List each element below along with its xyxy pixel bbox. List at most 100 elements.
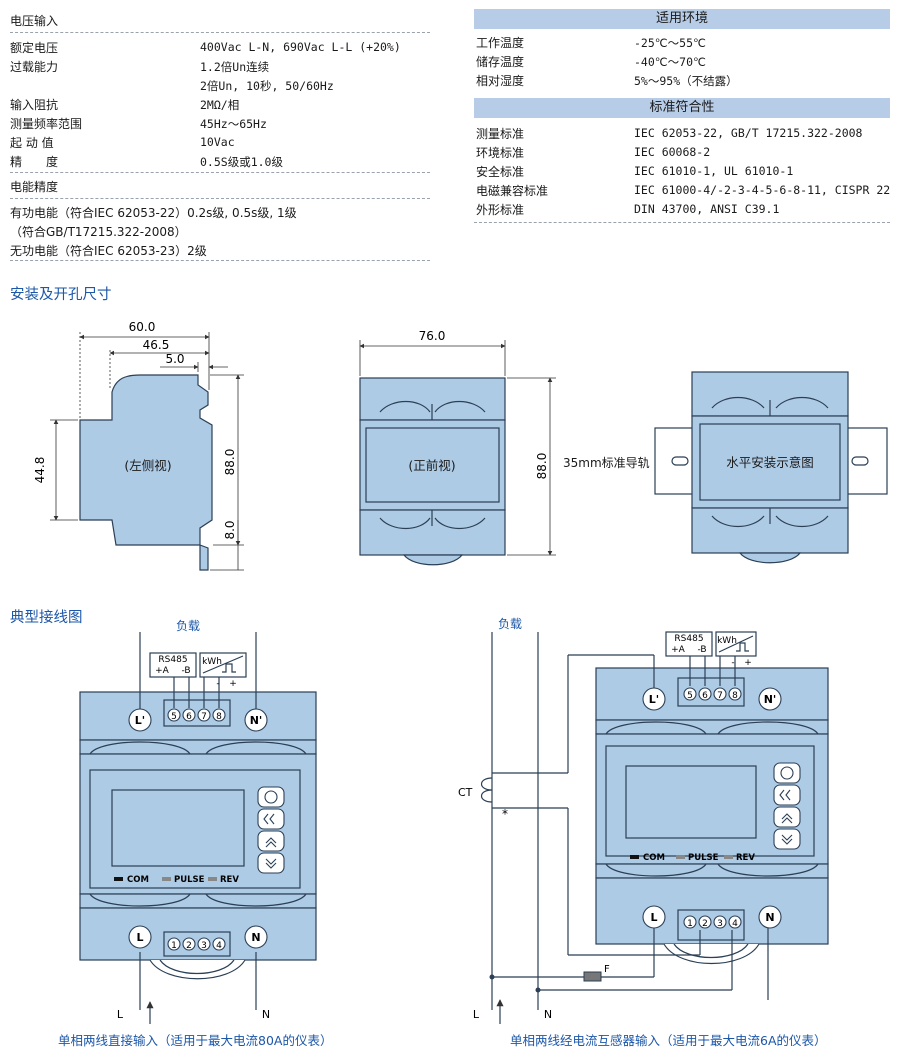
front-view-label: (正前视) (408, 458, 455, 473)
terminal-7: 7 (201, 712, 207, 722)
spec-label: 环境标准 (476, 146, 525, 160)
junction (535, 987, 541, 993)
double-chevron-up-icon (265, 837, 277, 848)
terminal-lp: L' (135, 714, 145, 727)
terminal-7: 7 (717, 691, 723, 701)
double-chevron-down-icon (265, 858, 277, 869)
pulse-plus: + (229, 679, 237, 689)
spec-value: 0.5S级或1.0级 (200, 155, 283, 169)
rev-label: REV (736, 853, 755, 863)
pulse-led (162, 877, 171, 881)
dim-76: 76.0 (419, 329, 446, 343)
spec-value: IEC 62053-22, GB/T 17215.322-2008 (634, 126, 863, 140)
spec-value: IEC 61000-4/-2-3-4-5-6-8-11, CISPR 22 (634, 183, 891, 197)
dim-46-5: 46.5 (143, 338, 170, 352)
double-chevron-left-icon (779, 789, 791, 801)
rs-a-label: +A (671, 645, 686, 655)
dim-8: 8.0 (223, 520, 237, 539)
com-label: COM (643, 853, 665, 863)
spec-value: -25℃～55℃ (634, 36, 706, 50)
spec-value: 5%～95%（不结露） (634, 74, 738, 88)
caption-direct: 单相两线直接输入（适用于最大电流80A的仪表） (58, 1033, 333, 1048)
line-n-label: N (544, 1008, 552, 1021)
divider (474, 222, 890, 223)
terminal-1: 1 (687, 919, 693, 929)
wiring-left (79, 632, 317, 1024)
spec-label: 过载能力 (10, 60, 59, 74)
energy-line: 有功电能（符合IEC 62053-22）0.2s级, 0.5s级, 1级 (10, 206, 297, 220)
terminal-1: 1 (171, 941, 177, 951)
load-label-right: 负载 (498, 617, 522, 631)
rs485-label: RS485 (674, 634, 703, 644)
spec-label: 输入阻抗 (10, 98, 59, 112)
line-n-label: N (262, 1008, 270, 1021)
spec-label: 电磁兼容标准 (476, 184, 549, 198)
horizontal-label: 水平安装示意图 (726, 455, 814, 470)
load-label-left: 负载 (176, 619, 200, 633)
terminal-5: 5 (687, 691, 693, 701)
terminal-3: 3 (201, 941, 207, 951)
spec-label: 测量频率范围 (10, 117, 83, 131)
spec-label: 工作温度 (476, 36, 525, 50)
pulse-minus: - (731, 658, 734, 668)
dim-88: 88.0 (223, 449, 237, 476)
rev-led (208, 877, 217, 881)
rev-led (724, 855, 733, 859)
terminal-2: 2 (702, 919, 708, 929)
energy-accuracy-title: 电能精度 (10, 180, 59, 194)
line-l-label: L (473, 1008, 480, 1021)
terminal-4: 4 (732, 919, 738, 929)
terminal-l: L (136, 931, 143, 944)
dim-88-front: 88.0 (535, 453, 549, 480)
rail-label: 35mm标准导轨 (563, 456, 650, 470)
wiring-title: 典型接线图 (10, 610, 83, 626)
spec-label: 相对湿度 (476, 74, 525, 88)
terminal-6: 6 (702, 691, 708, 701)
voltage-input-title: 电压输入 (10, 14, 59, 28)
spec-label: 测量标准 (476, 127, 525, 141)
rs-b-label: -B (181, 666, 190, 676)
junction (489, 974, 495, 980)
standards-header: 标准符合性 (474, 98, 890, 118)
energy-line: 无功电能（符合IEC 62053-23）2级 (10, 244, 207, 258)
horizontal-mount (654, 371, 888, 564)
wiring-left-circles (128, 708, 285, 951)
com-led (114, 877, 123, 881)
spec-value: IEC 61010-1, UL 61010-1 (634, 164, 794, 178)
spec-value: 45Hz～65Hz (200, 117, 267, 131)
spec-value: 10Vac (200, 135, 235, 149)
divider (10, 198, 430, 199)
pulse-led (676, 855, 685, 859)
rs-b-label: -B (697, 645, 706, 655)
terminal-lp: L' (649, 693, 659, 706)
dim-5: 5.0 (165, 352, 184, 366)
terminal-np: N' (250, 714, 263, 727)
double-chevron-down-icon (781, 834, 793, 845)
spec-label: 额定电压 (10, 41, 59, 55)
line-l-label: L (117, 1008, 124, 1021)
spec-value: 1.2倍Un连续 (200, 60, 270, 74)
terminal-8: 8 (216, 712, 222, 722)
refresh-icon (780, 766, 794, 780)
front-dims (359, 340, 556, 556)
fuse-label: F (604, 964, 610, 975)
fuse (583, 971, 602, 982)
wiring-right-circles (642, 687, 801, 929)
divider (10, 260, 430, 261)
side-view-label: (左侧视) (124, 458, 171, 473)
spec-value: IEC 60068-2 (634, 145, 711, 159)
dim-44-8: 44.8 (33, 457, 47, 484)
kwh-label: kWh (202, 657, 222, 667)
terminal-4: 4 (216, 941, 222, 951)
spec-label: 起 动 值 (10, 136, 54, 150)
terminal-8: 8 (732, 691, 738, 701)
double-chevron-up-icon (781, 813, 793, 824)
terminal-6: 6 (186, 712, 192, 722)
caption-ct: 单相两线经电流互感器输入（适用于最大电流6A的仪表） (510, 1033, 827, 1048)
energy-line: （符合GB/T17215.322-2008） (10, 225, 187, 239)
dim-60: 60.0 (129, 320, 156, 334)
wiring-right-buttons (779, 766, 794, 845)
terminal-3: 3 (717, 919, 723, 929)
spec-value: 2倍Un, 10秒, 50/60Hz (200, 79, 334, 93)
